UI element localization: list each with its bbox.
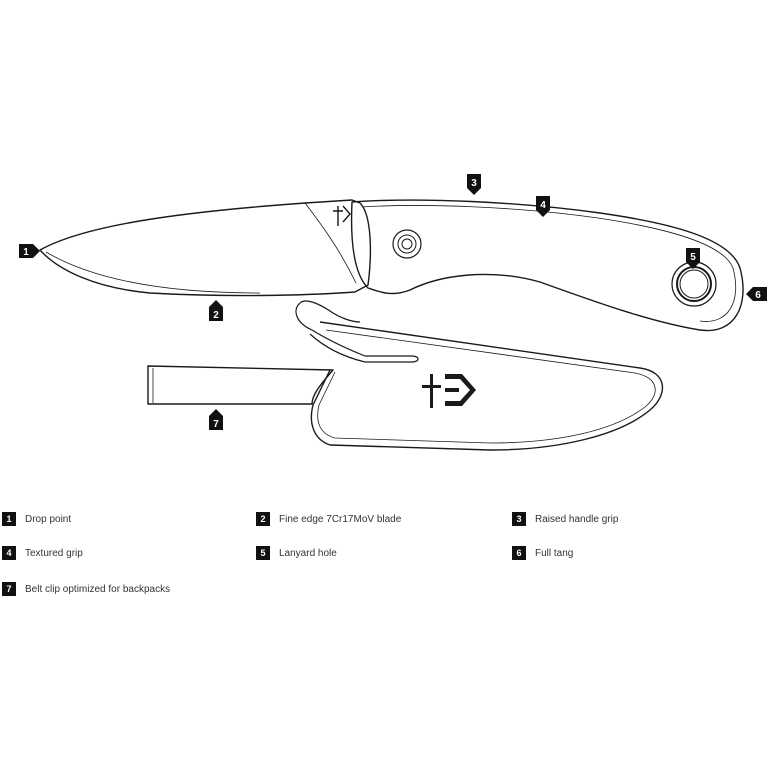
- lanyard-hole: [671, 261, 717, 307]
- callout-marker-6: 6: [746, 287, 767, 301]
- sheath: [295, 300, 664, 451]
- legend-item-3: 3 Raised handle grip: [512, 511, 618, 527]
- legend-label-5: Lanyard hole: [279, 547, 337, 559]
- callout-marker-4: 4: [536, 196, 550, 217]
- brand-logo-blade: [333, 205, 351, 226]
- legend-item-2: 2 Fine edge 7Cr17MoV blade: [256, 511, 401, 527]
- knife-handle: [350, 199, 744, 332]
- callout-marker-5: 5: [686, 248, 700, 269]
- callout-marker-3: 3: [467, 174, 481, 195]
- svg-text:1: 1: [23, 247, 29, 258]
- svg-text:4: 4: [540, 200, 546, 211]
- legend-label-7: Belt clip optimized for backpacks: [25, 583, 171, 595]
- legend-number-6: 6: [512, 546, 526, 560]
- legend-number-2: 2: [256, 512, 270, 526]
- svg-text:7: 7: [213, 419, 219, 430]
- legend-number-4: 4: [2, 546, 16, 560]
- handle-rivet: [392, 229, 422, 259]
- legend-label-2: Fine edge 7Cr17MoV blade: [279, 513, 402, 525]
- callout-marker-2: 2: [209, 300, 223, 321]
- legend-number-5: 5: [256, 546, 270, 560]
- belt-clip: [147, 365, 334, 405]
- legend-item-4: 4 Textured grip: [2, 545, 83, 561]
- callout-marker-7: 7: [209, 409, 223, 430]
- legend-item-6: 6 Full tang: [512, 545, 573, 561]
- svg-text:6: 6: [755, 290, 761, 301]
- legend-label-3: Raised handle grip: [535, 513, 619, 525]
- legend-number-7: 7: [2, 582, 16, 596]
- svg-text:5: 5: [690, 252, 696, 263]
- legend-number-1: 1: [2, 512, 16, 526]
- knife-blade: [39, 199, 372, 297]
- svg-text:3: 3: [471, 178, 477, 189]
- legend-item-1: 1 Drop point: [2, 511, 71, 527]
- legend-label-6: Full tang: [535, 547, 574, 559]
- legend-item-5: 5 Lanyard hole: [256, 545, 337, 561]
- svg-text:2: 2: [213, 310, 219, 321]
- brand-logo-sheath: [422, 374, 476, 408]
- legend-label-1: Drop point: [25, 513, 72, 525]
- callout-marker-1: 1: [19, 244, 40, 258]
- legend-label-4: Textured grip: [25, 547, 83, 559]
- legend-number-3: 3: [512, 512, 526, 526]
- legend-item-7: 7 Belt clip optimized for backpacks: [2, 581, 170, 597]
